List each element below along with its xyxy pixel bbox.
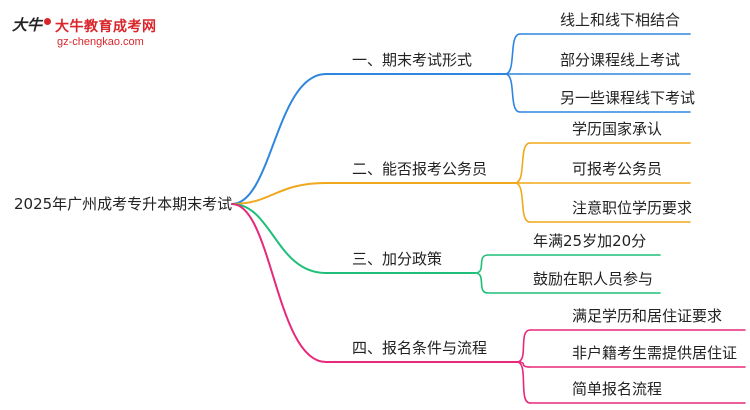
branch-4-leaf-3-connector — [516, 361, 531, 404]
branch-2-leaf-2-label: 可报考公务员 — [572, 160, 663, 178]
branch-3-leaf-2-connector — [474, 272, 489, 294]
branch-3-label: 三、加分政策 — [352, 250, 443, 268]
logo-red-dot — [44, 18, 51, 25]
branch-1-leaf-1-label: 线上和线下相结合 — [560, 11, 681, 29]
branch-4-connector — [231, 203, 327, 363]
branch-3-leaf-2-label: 鼓励在职人员参与 — [533, 270, 654, 288]
branch-3-connector — [231, 203, 327, 274]
branch-4-leaf-1-connector — [516, 329, 531, 363]
branch-3-leaf-1-connector — [474, 254, 489, 274]
branch-2-label: 二、能否报考公务员 — [352, 160, 488, 178]
branch-1-label: 一、期末考试形式 — [352, 51, 473, 69]
branch-2-leaf-1-connector — [514, 142, 531, 184]
branch-4-leaf-2-label: 非户籍考生需提供居住证 — [572, 344, 738, 362]
logo-site-url: gz-chengkao.com — [57, 36, 144, 48]
branch-4-leaf-3-label: 简单报名流程 — [572, 380, 663, 398]
branch-1-leaf-1-connector — [504, 33, 521, 75]
branch-3-leaf-1-label: 年满25岁加20分 — [533, 232, 647, 250]
branch-4-label: 四、报名条件与流程 — [352, 339, 488, 357]
logo-emblem: 大牛 — [12, 16, 43, 34]
branch-1-leaf-2-label: 部分课程线上考试 — [560, 51, 681, 69]
branch-2-leaf-1-label: 学历国家承认 — [572, 120, 663, 138]
branch-2-connector — [231, 182, 327, 205]
branch-2-leaf-3-connector — [514, 182, 531, 223]
branch-4-leaf-1-label: 满足学历和居住证要求 — [572, 307, 723, 325]
branch-2-leaf-3-label: 注意职位学历要求 — [572, 199, 693, 217]
branch-1-leaf-3-label: 另一些课程线下考试 — [560, 89, 696, 107]
branch-1-connector — [231, 73, 327, 205]
site-logo: 大牛 大牛教育成考网 gz-chengkao.com — [8, 12, 178, 56]
logo-site-name: 大牛教育成考网 — [55, 19, 157, 35]
root-topic: 2025年广州成考专升本期末考试 — [14, 195, 233, 213]
branch-1-leaf-3-connector — [504, 73, 521, 113]
